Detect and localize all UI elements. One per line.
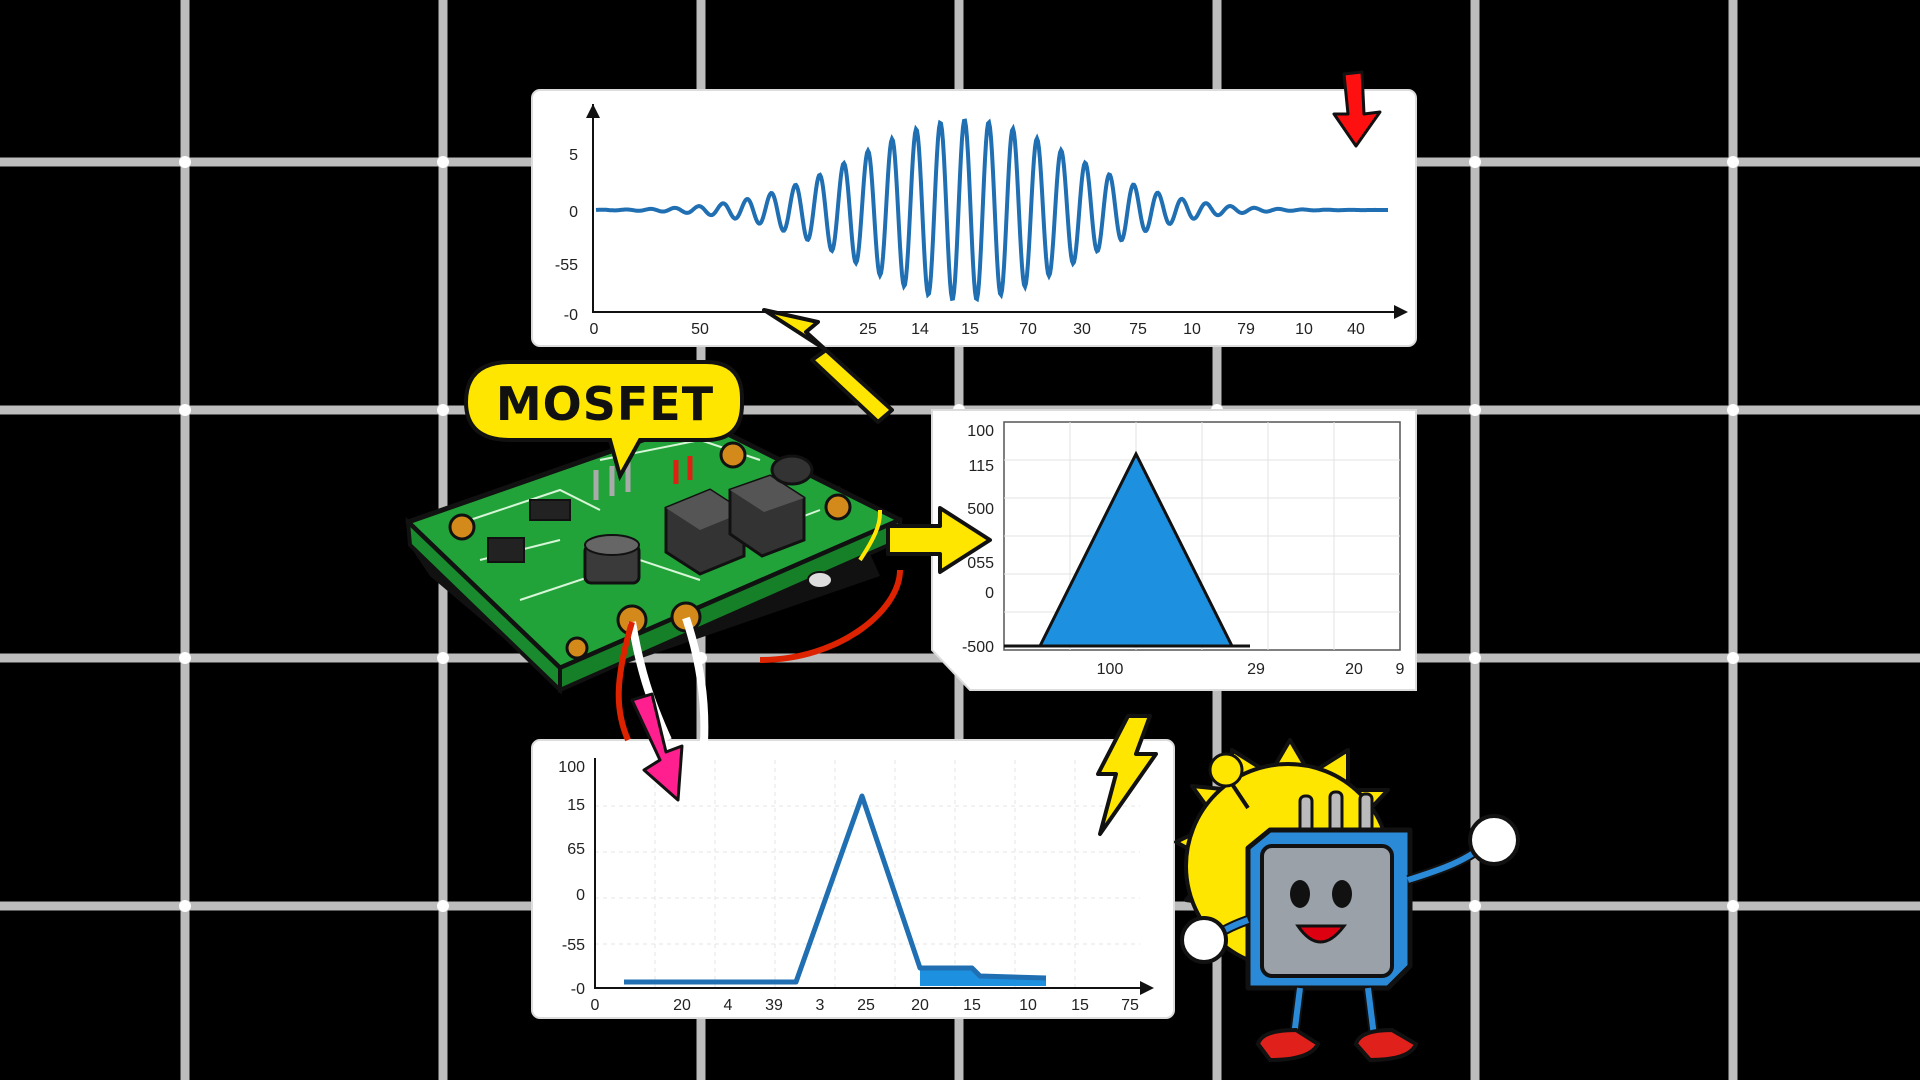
grid-node bbox=[437, 900, 449, 912]
top-x-tick: 0 bbox=[590, 321, 599, 338]
bot-x-tick: 15 bbox=[963, 997, 981, 1014]
middle-triangle-panel: 100 115 500 055 0 -500 100 29 20 9 bbox=[931, 409, 1417, 691]
inductor-component bbox=[583, 534, 641, 585]
top-waveform-series bbox=[595, 118, 1388, 303]
bot-y-tick: 0 bbox=[576, 887, 585, 904]
mid-y-tick: 500 bbox=[967, 501, 994, 518]
grid-node bbox=[1727, 156, 1739, 168]
mosfet-callout: MOSFET bbox=[463, 360, 744, 482]
top-x-tick: 30 bbox=[1073, 321, 1091, 338]
bottom-y-axis: 100 15 65 0 -55 -0 bbox=[558, 759, 585, 998]
mid-x-tick: 20 bbox=[1345, 661, 1363, 678]
mid-x-tick: 100 bbox=[1097, 661, 1124, 678]
top-x-tick: 40 bbox=[1347, 321, 1365, 338]
bot-x-tick: 20 bbox=[911, 997, 929, 1014]
grid-node bbox=[179, 900, 191, 912]
middle-triangle-series bbox=[1004, 450, 1250, 648]
ic-chip bbox=[529, 499, 571, 521]
bot-x-tick: 15 bbox=[1071, 997, 1089, 1014]
top-y-tick: 0 bbox=[569, 204, 578, 221]
middle-x-axis: 100 29 20 9 bbox=[1097, 661, 1405, 678]
bot-y-tick: -0 bbox=[571, 981, 585, 998]
bot-y-tick: 100 bbox=[558, 759, 585, 776]
grid-node bbox=[1727, 404, 1739, 416]
bot-x-tick: 10 bbox=[1019, 997, 1037, 1014]
grid-node bbox=[1727, 900, 1739, 912]
bottom-pulse-panel: 100 15 65 0 -55 -0 0 20 4 39 3 25 20 15 … bbox=[531, 739, 1175, 1019]
grid-node bbox=[437, 156, 449, 168]
yellow-arrow-to-middle-chart bbox=[886, 506, 992, 574]
top-x-tick: 10 bbox=[1183, 321, 1201, 338]
top-y-tick: -0 bbox=[564, 307, 578, 324]
mosfet-callout-label: MOSFET bbox=[496, 377, 714, 431]
mosfet-chip bbox=[664, 488, 746, 576]
bot-x-tick: 3 bbox=[816, 997, 825, 1014]
bot-x-tick: 25 bbox=[857, 997, 875, 1014]
grid-node bbox=[1469, 652, 1481, 664]
top-x-tick: 50 bbox=[691, 321, 709, 338]
top-x-tick: 75 bbox=[1129, 321, 1147, 338]
bot-x-tick: 39 bbox=[765, 997, 783, 1014]
top-x-tick: 10 bbox=[1295, 321, 1313, 338]
yellow-arrow-to-top-chart bbox=[762, 308, 894, 424]
top-waveform-panel: 5 0 -55 -0 0 50 25 14 15 70 30 75 10 79 … bbox=[531, 89, 1417, 347]
bot-x-tick: 4 bbox=[724, 997, 733, 1014]
capacitor bbox=[770, 454, 814, 486]
mid-y-tick: 055 bbox=[967, 555, 994, 572]
top-y-tick: 5 bbox=[569, 147, 578, 164]
happy-chip-mascot bbox=[1174, 738, 1520, 1063]
bot-x-tick: 75 bbox=[1121, 997, 1139, 1014]
top-y-axis: 5 0 -55 -0 bbox=[555, 147, 578, 324]
grid-node bbox=[179, 156, 191, 168]
grid-node bbox=[1727, 652, 1739, 664]
grid-node bbox=[1469, 900, 1481, 912]
bottom-pulse-series bbox=[624, 793, 1047, 985]
mid-y-tick: -500 bbox=[962, 639, 994, 656]
mosfet-chip bbox=[728, 474, 806, 558]
bottom-x-axis: 0 20 4 39 3 25 20 15 10 15 75 bbox=[591, 997, 1139, 1014]
grid-node bbox=[179, 404, 191, 416]
pcb-board-illustration bbox=[405, 417, 903, 743]
grid-node bbox=[1469, 404, 1481, 416]
top-x-axis: 0 50 25 14 15 70 30 75 10 79 10 40 bbox=[590, 321, 1365, 338]
top-y-tick: -55 bbox=[555, 257, 578, 274]
grid-node bbox=[179, 652, 191, 664]
top-x-tick: 15 bbox=[961, 321, 979, 338]
top-x-tick: 25 bbox=[859, 321, 877, 338]
bot-x-tick: 20 bbox=[673, 997, 691, 1014]
bot-y-tick: 15 bbox=[567, 797, 585, 814]
grid-node bbox=[1469, 156, 1481, 168]
grid-node bbox=[437, 404, 449, 416]
bot-y-tick: 65 bbox=[567, 841, 585, 858]
mid-y-tick: 100 bbox=[967, 423, 994, 440]
middle-y-axis: 100 115 500 055 0 -500 bbox=[962, 423, 994, 656]
ic-chip bbox=[487, 537, 525, 563]
top-x-tick: 14 bbox=[911, 321, 929, 338]
pink-arrow-to-bottom-chart bbox=[630, 692, 684, 802]
bot-y-tick: -55 bbox=[562, 937, 585, 954]
bot-x-tick: 0 bbox=[591, 997, 600, 1014]
mid-x-tick: 29 bbox=[1247, 661, 1265, 678]
mid-y-tick: 0 bbox=[985, 585, 994, 602]
lightning-bolt-icon bbox=[1096, 714, 1158, 836]
red-arrow-top-right bbox=[1332, 70, 1382, 148]
mid-x-tick: 9 bbox=[1396, 661, 1405, 678]
grid-node bbox=[437, 652, 449, 664]
top-x-tick: 70 bbox=[1019, 321, 1037, 338]
top-x-tick: 79 bbox=[1237, 321, 1255, 338]
mid-y-tick: 115 bbox=[968, 458, 994, 475]
